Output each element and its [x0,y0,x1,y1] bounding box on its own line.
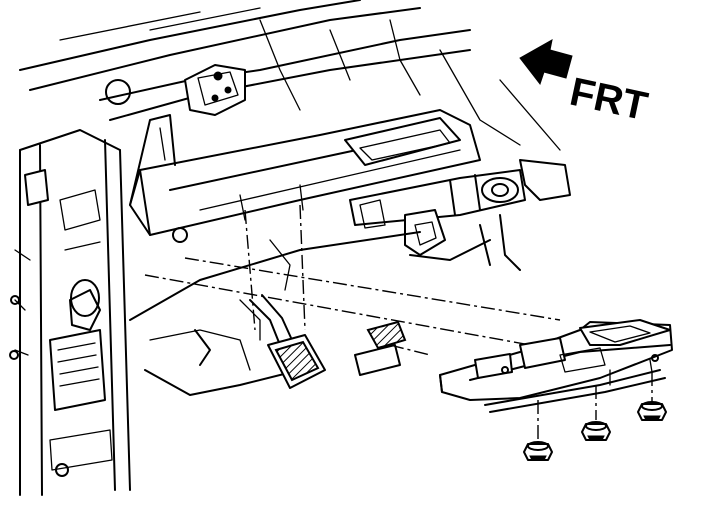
pedal-assembly [249,294,407,389]
steering-column [349,159,571,271]
front-label: FRT [566,70,651,129]
lower-dash-panel [129,231,421,396]
exploded-module[interactable] [439,319,673,413]
nut-1[interactable] [523,441,553,461]
hinge-pillar [9,129,131,496]
nut-3[interactable] [637,401,667,421]
front-arrow-icon [519,39,573,86]
cowl-lines [19,0,561,151]
cross-car-beam [129,109,481,243]
phantom-lines [144,204,561,356]
fastener-leaders [537,372,653,440]
front-direction-indicator: FRT [519,39,651,129]
upper-bracket [184,64,246,116]
nut-2[interactable] [581,421,611,441]
